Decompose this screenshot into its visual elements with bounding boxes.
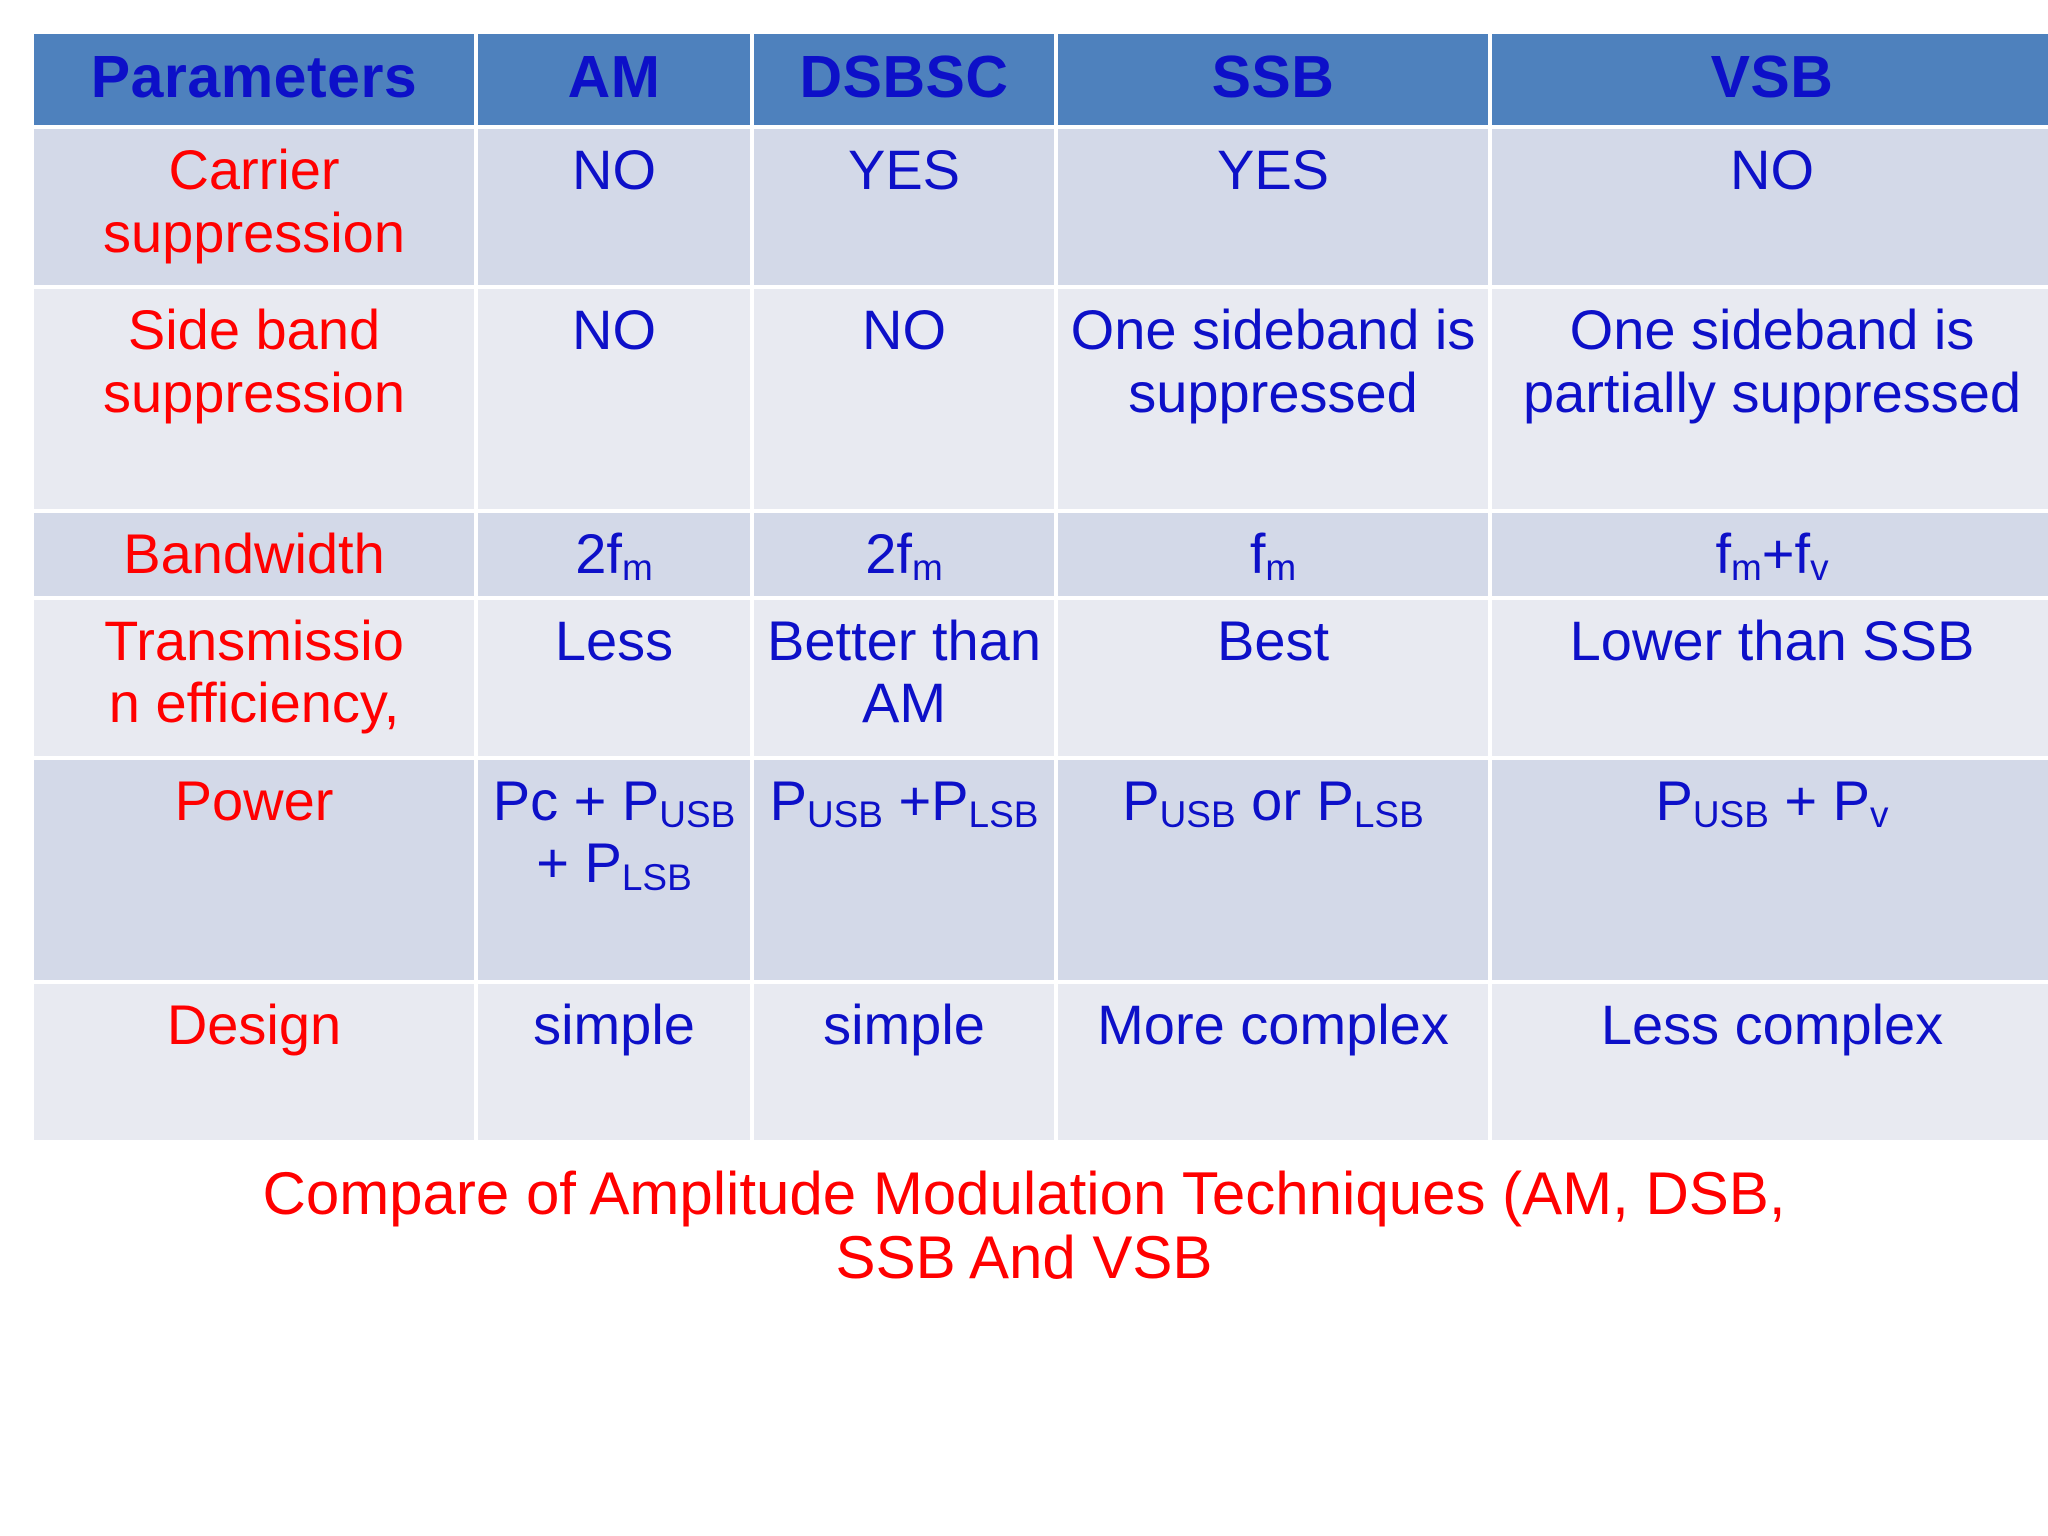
cell-am-transmission-efficiency: Less xyxy=(478,599,750,756)
slide-caption: Compare of Amplitude Modulation Techniqu… xyxy=(30,1159,2018,1291)
cell-am-power: Pc + PUSB + PLSB xyxy=(478,759,750,980)
cell-am-design: simple xyxy=(478,983,750,1140)
cell-vsb-sideband-suppression: One sideband is partially suppressed xyxy=(1492,289,2048,509)
table-row: Bandwidth 2fm 2fm fm fm+fv xyxy=(34,513,2048,596)
cell-am-bandwidth: 2fm xyxy=(478,513,750,596)
cell-vsb-transmission-efficiency: Lower than SSB xyxy=(1492,599,2048,756)
caption-line-2: SSB And VSB xyxy=(835,1223,1213,1291)
cell-dsbsc-sideband-suppression: NO xyxy=(754,289,1054,509)
formula-subscript: v xyxy=(1810,547,1829,589)
cell-dsbsc-transmission-efficiency: Better than AM xyxy=(754,599,1054,756)
table-row: Power Pc + PUSB + PLSB PUSB +PLSB PUSB o… xyxy=(34,759,2048,980)
table-row: Side band suppression NO NO One sideband… xyxy=(34,289,2048,509)
column-header-parameters: Parameters xyxy=(34,34,474,125)
parameter-line-1: Transmissio xyxy=(104,608,404,672)
formula-operator: +f xyxy=(1761,522,1811,585)
column-header-vsb: VSB xyxy=(1492,34,2048,125)
cell-ssb-power: PUSB or PLSB xyxy=(1058,759,1488,980)
cell-vsb-carrier-suppression: NO xyxy=(1492,129,2048,285)
cell-parameter-power: Power xyxy=(34,759,474,980)
table-header: Parameters AM DSBSC SSB VSB xyxy=(34,34,2048,125)
column-header-ssb: SSB xyxy=(1058,34,1488,125)
formula-base: 2f xyxy=(575,522,622,585)
formula-subscript: m xyxy=(1265,547,1297,589)
cell-ssb-carrier-suppression: YES xyxy=(1058,129,1488,285)
table-body: Carrier suppression NO YES YES NO Side b… xyxy=(34,129,2048,1140)
cell-parameter-design: Design xyxy=(34,983,474,1140)
parameter-line-2: n efficiency, xyxy=(108,671,400,735)
cell-parameter-sideband-suppression: Side band suppression xyxy=(34,289,474,509)
cell-am-carrier-suppression: NO xyxy=(478,129,750,285)
formula-base: 2f xyxy=(865,522,912,585)
table-row: Design simple simple More complex Less c… xyxy=(34,983,2048,1140)
cell-dsbsc-carrier-suppression: YES xyxy=(754,129,1054,285)
cell-vsb-power: PUSB + Pv xyxy=(1492,759,2048,980)
cell-ssb-bandwidth: fm xyxy=(1058,513,1488,596)
cell-parameter-carrier-suppression: Carrier suppression xyxy=(34,129,474,285)
column-header-am: AM xyxy=(478,34,750,125)
caption-line-1: Compare of Amplitude Modulation Techniqu… xyxy=(262,1159,1786,1227)
cell-ssb-transmission-efficiency: Best xyxy=(1058,599,1488,756)
cell-parameter-bandwidth: Bandwidth xyxy=(34,513,474,596)
cell-dsbsc-design: simple xyxy=(754,983,1054,1140)
formula-base: f xyxy=(1715,522,1731,585)
cell-vsb-design: Less complex xyxy=(1492,983,2048,1140)
comparison-table: Parameters AM DSBSC SSB VSB Carrier supp… xyxy=(30,30,2048,1144)
cell-dsbsc-power: PUSB +PLSB xyxy=(754,759,1054,980)
formula-subscript: m xyxy=(1731,547,1762,589)
cell-ssb-sideband-suppression: One sideband is suppressed xyxy=(1058,289,1488,509)
formula-subscript: m xyxy=(911,547,943,589)
cell-ssb-design: More complex xyxy=(1058,983,1488,1140)
cell-dsbsc-bandwidth: 2fm xyxy=(754,513,1054,596)
formula-base: f xyxy=(1249,522,1266,585)
table-row: Carrier suppression NO YES YES NO xyxy=(34,129,2048,285)
column-header-dsbsc: DSBSC xyxy=(754,34,1054,125)
formula-subscript: m xyxy=(621,547,653,589)
cell-vsb-bandwidth: fm+fv xyxy=(1492,513,2048,596)
header-row: Parameters AM DSBSC SSB VSB xyxy=(34,34,2048,125)
cell-am-sideband-suppression: NO xyxy=(478,289,750,509)
